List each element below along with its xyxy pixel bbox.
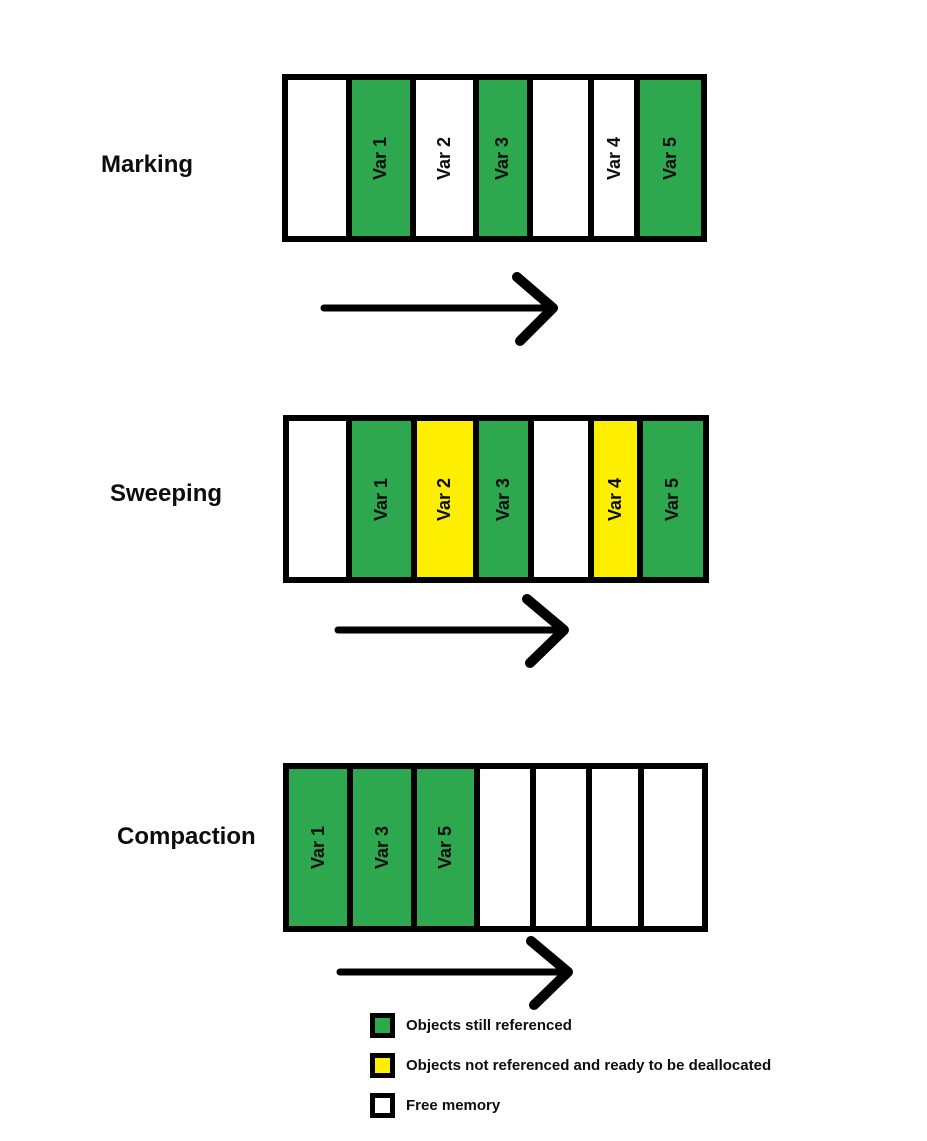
cell-var-4: Var 4 [594, 421, 643, 577]
cell-label: Var 1 [307, 825, 328, 870]
memory-bar-marking: Var 1 Var 2 Var 3 Var 4 Var 5 [282, 74, 707, 242]
cell-var-4: Var 4 [593, 80, 641, 236]
cell-var-5: Var 5 [417, 769, 480, 926]
cell-free [535, 769, 593, 926]
memory-bar-sweeping: Var 1 Var 2 Var 3 Var 4 Var 5 [283, 415, 709, 583]
green-swatch-icon [370, 1013, 395, 1038]
cell-label: Var 2 [434, 477, 455, 521]
legend: Objects still referenced Objects not ref… [370, 1012, 771, 1132]
cell-var-1: Var 1 [289, 769, 354, 926]
cell-var-2: Var 2 [416, 421, 480, 577]
cell-label: Var 5 [662, 477, 683, 521]
cell-label: Var 3 [492, 477, 513, 521]
cell-var-3: Var 3 [479, 421, 534, 577]
cell-label: Var 4 [604, 477, 625, 521]
cell-label: Var 2 [433, 136, 454, 180]
cell-free [643, 769, 702, 926]
legend-item-referenced: Objects still referenced [370, 1012, 771, 1039]
legend-label: Objects still referenced [406, 1017, 572, 1034]
stage-label-sweeping: Sweeping [110, 480, 223, 507]
cell-free [533, 421, 595, 577]
cell-var-3: Var 3 [353, 769, 418, 926]
cell-var-5: Var 5 [642, 421, 703, 577]
memory-bar-compaction: Var 1 Var 3 Var 5 [283, 763, 708, 932]
cell-var-1: Var 1 [352, 421, 417, 577]
cell-free [479, 769, 536, 926]
legend-label: Objects not referenced and ready to be d… [406, 1057, 772, 1074]
cell-var-3: Var 3 [478, 80, 534, 236]
cell-label: Var 1 [371, 477, 392, 521]
legend-item-free: Free memory [370, 1092, 771, 1119]
legend-item-unreferenced: Objects not referenced and ready to be d… [370, 1052, 771, 1079]
cell-label: Var 1 [370, 136, 391, 180]
right-arrow-icon [336, 936, 573, 1010]
cell-var-5: Var 5 [640, 80, 701, 236]
cell-label: Var 3 [371, 825, 392, 870]
right-arrow-icon [320, 272, 558, 346]
cell-free [288, 80, 352, 236]
cell-label: Var 3 [492, 136, 513, 180]
legend-label: Free memory [406, 1097, 501, 1114]
stage-label-compaction: Compaction [117, 823, 256, 850]
stage-label-marking: Marking [101, 151, 194, 178]
cell-var-1: Var 1 [351, 80, 417, 236]
cell-label: Var 5 [434, 825, 455, 870]
cell-free [289, 421, 353, 577]
cell-var-2: Var 2 [416, 80, 479, 236]
cell-label: Var 5 [660, 136, 681, 180]
cell-free [592, 769, 644, 926]
cell-label: Var 4 [603, 136, 624, 180]
right-arrow-icon [334, 594, 569, 668]
white-swatch-icon [370, 1093, 395, 1118]
cell-free [533, 80, 594, 236]
yellow-swatch-icon [370, 1053, 395, 1078]
